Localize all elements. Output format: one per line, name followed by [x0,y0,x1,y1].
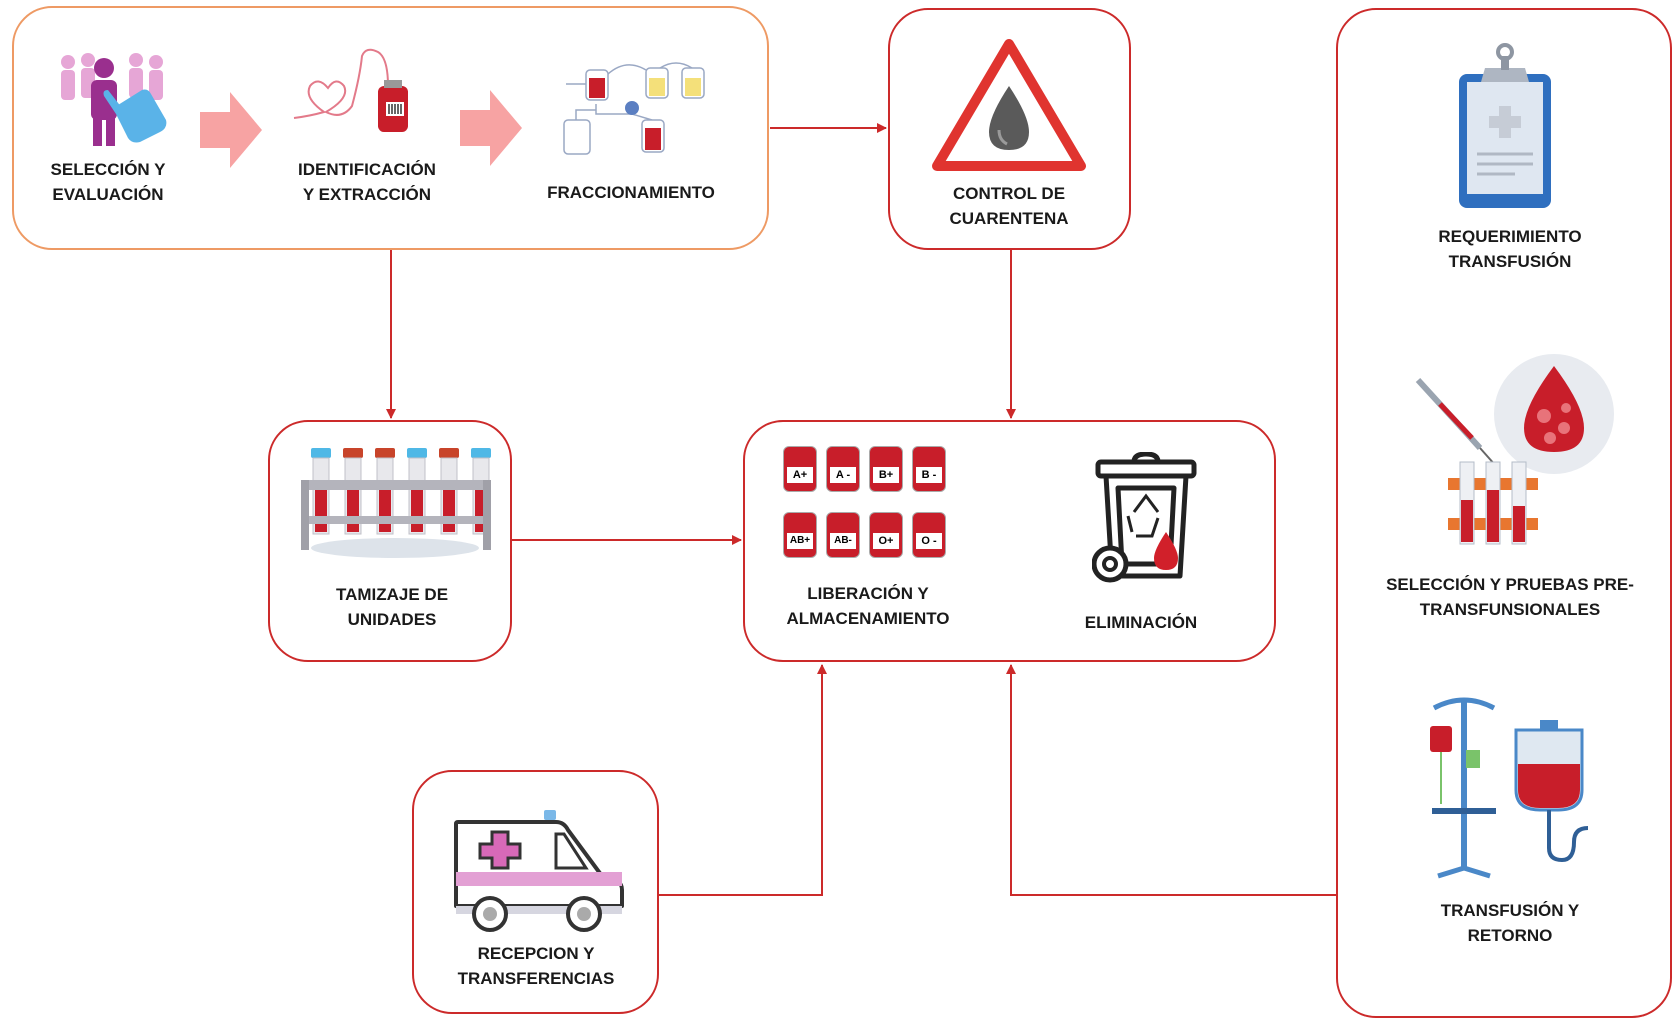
blood-bag: AB- [826,512,860,558]
blood-type-label: O - [916,533,942,549]
step-arrow-icon [460,90,522,166]
blood-type-label: AB+ [787,533,813,549]
blood-type-label: O+ [873,533,899,549]
pretransfusion-tests-label: SELECCIÓN Y PRUEBAS PRE-TRANSFUNSIONALES [1386,575,1634,619]
blood-bag: O+ [869,512,903,558]
clipboard-icon [1459,43,1551,208]
step-fractionation-label: FRACCIONAMIENTO [547,183,715,202]
blood-type-label: B - [916,467,942,483]
arrow-reception-to-release [659,664,827,896]
recycle-bin-icon [1092,452,1197,583]
test-tubes-rack-icon [301,448,491,558]
pretransfusion-tests-icon [1415,354,1614,545]
blood-type-label: AB- [830,533,856,549]
step-arrow-icon [200,92,262,168]
iv-transfusion-icon [1430,697,1589,879]
blood-bag: A - [826,446,860,492]
blood-bag: B+ [869,446,903,492]
fractionation-icon [563,62,705,155]
blood-bag: O - [912,512,946,558]
blood-bag: AB+ [783,512,817,558]
disposal-label: ELIMINACIÓN [1084,613,1198,632]
blood-type-label: A - [830,467,856,483]
blood-extraction-icon [293,48,408,132]
arrow-clinical-to-release [1006,664,1336,896]
blood-bag: B - [912,446,946,492]
blood-type-label: A+ [787,467,813,483]
blood-type-label: B+ [873,467,899,483]
blood-bag-grid: A+ A - B+ B - AB+ AB- O+ O - [783,446,953,564]
ambulance-icon [454,810,624,932]
blood-bag: A+ [783,446,817,492]
donor-selection-icon [61,53,167,146]
warning-drop-icon [932,39,1086,171]
